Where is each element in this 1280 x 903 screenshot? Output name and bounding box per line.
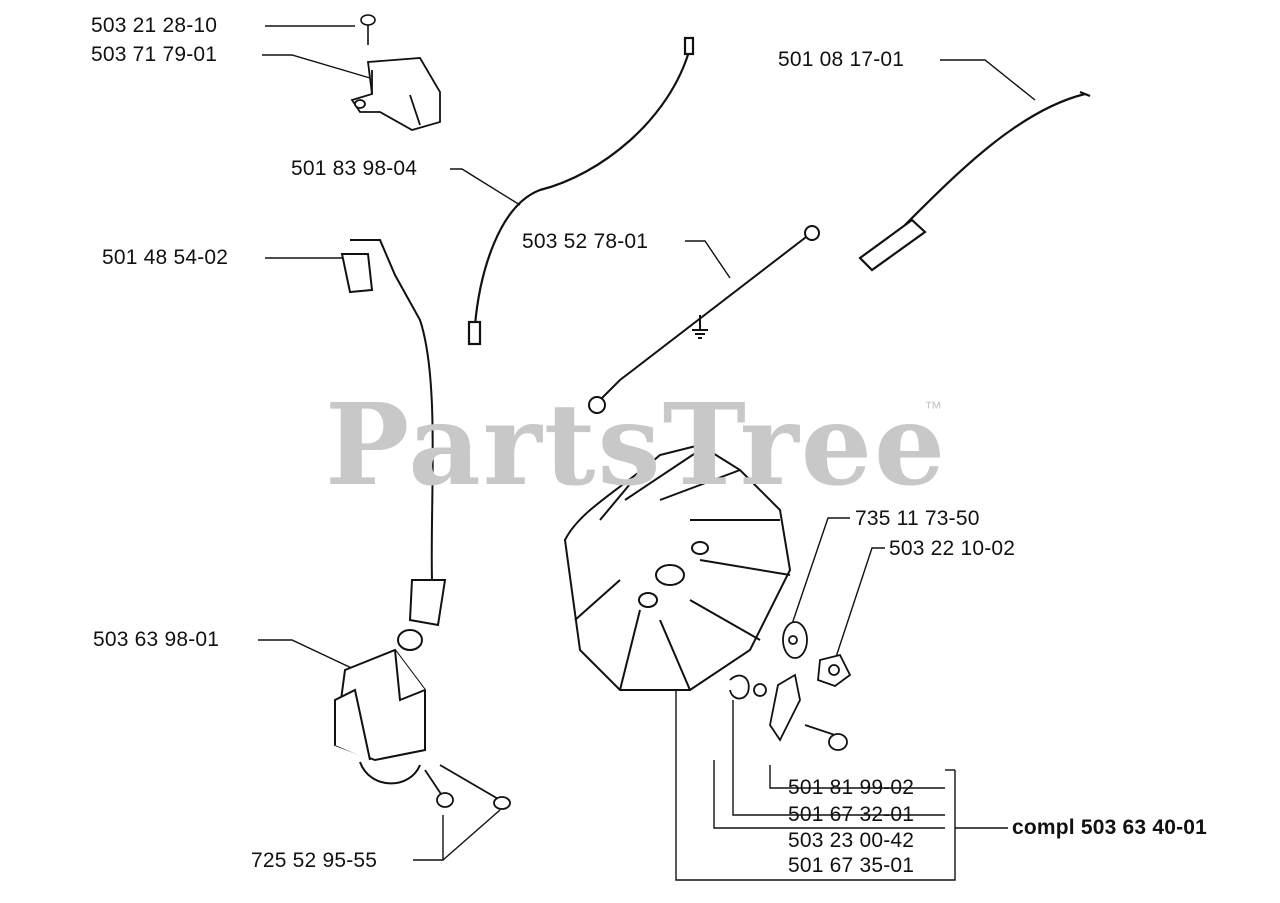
part-number-label: 503 22 10-02 [889, 537, 1016, 560]
watermark-brand: PartsTree [325, 380, 948, 511]
module-bracket-drawing [350, 57, 441, 131]
part-number-label: 725 52 95-55 [251, 849, 378, 872]
leader-line [713, 760, 945, 829]
ground-cable-drawing [588, 225, 820, 414]
part-number-label: 503 63 98-01 [93, 628, 220, 651]
fuel-hose-drawing [858, 90, 1091, 272]
flywheel-drawing [563, 443, 792, 691]
flywheel-hardware-drawing [729, 621, 852, 751]
leader-line [442, 809, 501, 861]
part-number-label: 735 11 73-50 [855, 507, 980, 530]
leader-line [450, 168, 521, 206]
leader-line [789, 517, 850, 631]
screw-bottom-drawing [424, 764, 511, 810]
part-number-label: 501 67 32-01 [788, 803, 915, 826]
leader-line [732, 700, 945, 816]
part-number-label: 501 48 54-02 [102, 246, 229, 269]
part-number-label: 501 81 99-02 [788, 776, 915, 799]
part-number-label: 501 67 35-01 [788, 854, 915, 877]
screw-drawing [360, 14, 376, 45]
leader-line [675, 690, 956, 881]
leader-line [413, 815, 444, 861]
part-number-label: 501 83 98-04 [291, 157, 418, 180]
leader-line [258, 639, 361, 673]
watermark-tm: ™ [924, 398, 942, 418]
part-number-label: 503 21 28-10 [91, 14, 218, 37]
leader-line [834, 547, 885, 661]
part-number-label: 501 08 17-01 [778, 48, 905, 71]
leader-line [940, 59, 1036, 101]
kit-part-number-label: compl 503 63 40-01 [1012, 816, 1208, 839]
leader-line [685, 240, 731, 279]
ignition-lead-drawing [340, 239, 447, 627]
leader-line [769, 765, 945, 789]
leader-line [262, 54, 371, 79]
lead-wire-drawing [467, 36, 695, 346]
part-number-label: 503 71 79-01 [91, 43, 218, 66]
ignition-coil-drawing [333, 629, 426, 785]
part-number-label: 503 23 00-42 [788, 829, 915, 852]
part-number-label: 503 52 78-01 [522, 230, 649, 253]
